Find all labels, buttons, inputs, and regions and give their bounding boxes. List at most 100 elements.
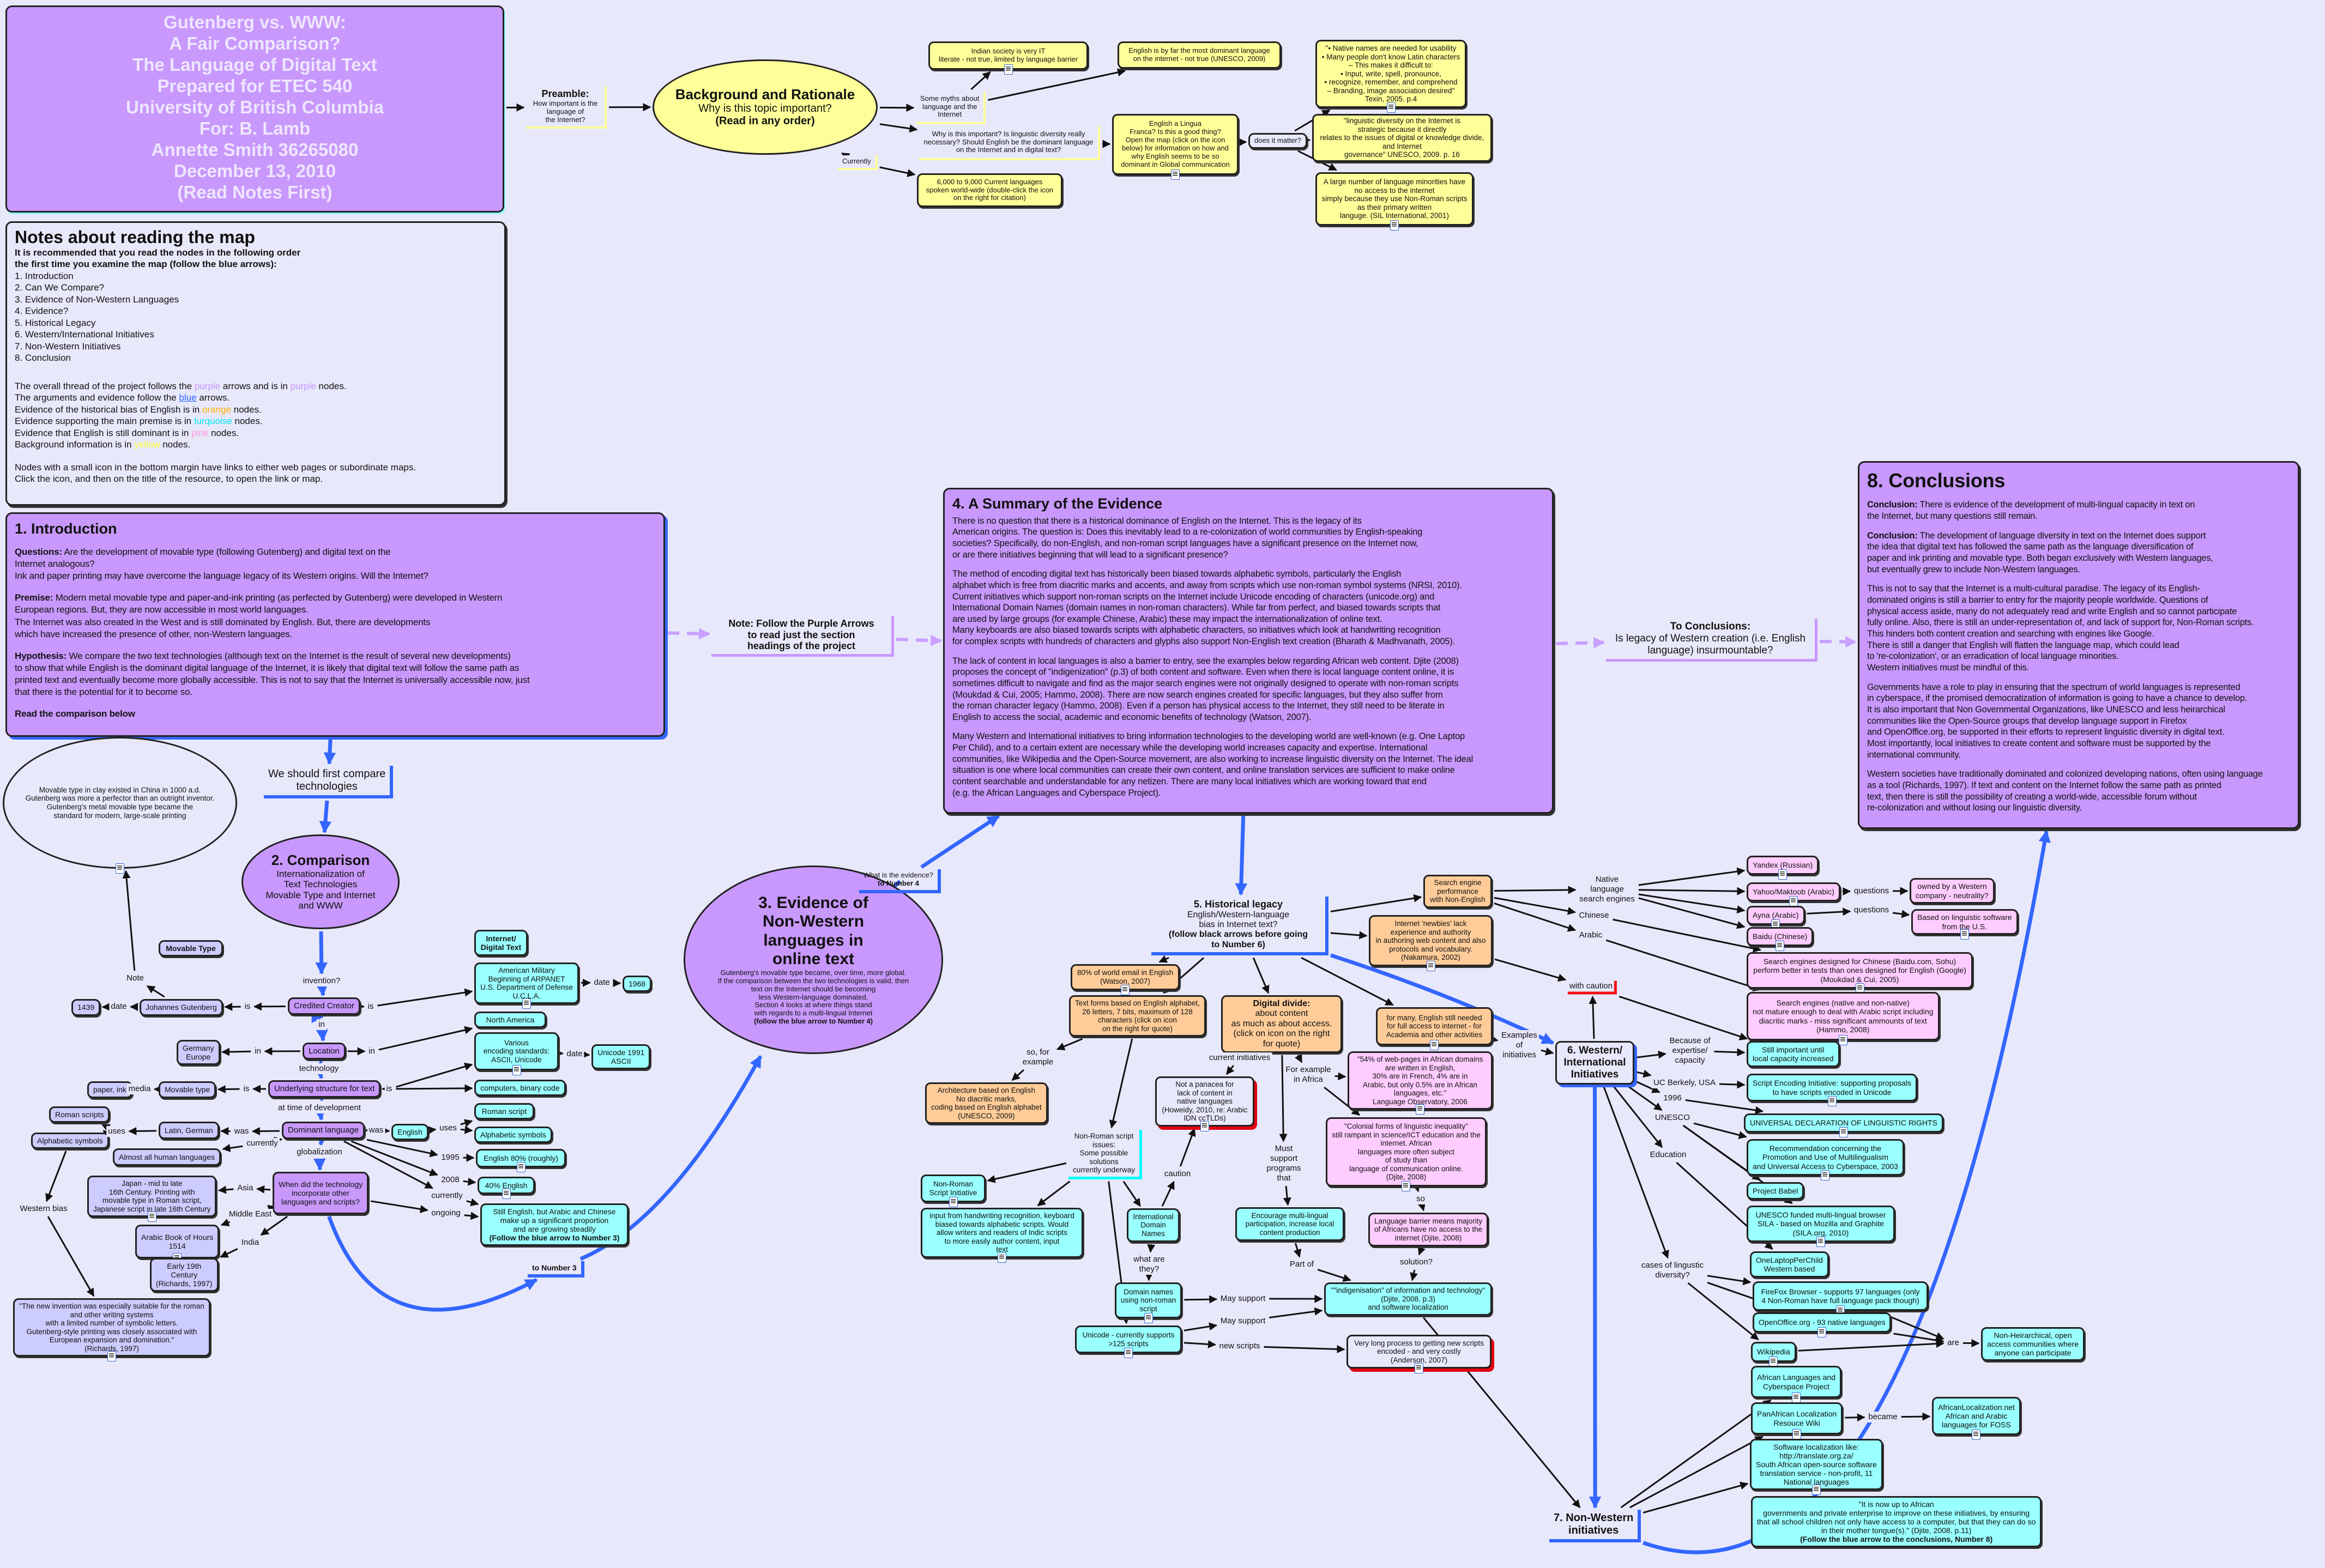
document-link-icon[interactable] <box>1817 1327 1827 1337</box>
document-link-icon[interactable] <box>512 1065 521 1075</box>
document-link-icon[interactable] <box>1827 1096 1837 1106</box>
wikipedia-node[interactable]: Wikipedia <box>1751 1342 1796 1367</box>
document-link-icon[interactable] <box>1416 1104 1424 1115</box>
ayna-node[interactable]: Ayna (Arabic) <box>1747 906 1805 930</box>
nonwestern7-node[interactable]: 7. Non-Western initiatives <box>1549 1510 1641 1542</box>
romanscripts-node[interactable]: Roman scripts <box>49 1106 110 1123</box>
document-link-icon[interactable] <box>1171 169 1180 180</box>
textforms-node[interactable]: Text forms based on English alphabet, 26… <box>1069 995 1206 1037</box>
search-node[interactable]: Search engine performance with Non-Engli… <box>1423 875 1492 908</box>
engdom-node[interactable]: English is by far the most dominant lang… <box>1118 41 1281 69</box>
document-link-icon[interactable] <box>1402 1181 1411 1191</box>
preamble-node[interactable]: Preamble:How important is the language o… <box>526 86 607 129</box>
softloc-node[interactable]: Software localization like: http://trans… <box>1750 1439 1883 1496</box>
document-link-icon[interactable] <box>1821 1170 1830 1180</box>
owned-node[interactable]: owned by a Western company - neutrality? <box>1910 878 1995 904</box>
searchchinese-node[interactable]: Search engines designed for Chinese (Bai… <box>1747 952 1973 994</box>
document-link-icon[interactable] <box>1426 961 1435 971</box>
document-link-icon[interactable] <box>116 863 124 874</box>
document-link-icon[interactable] <box>1121 985 1130 995</box>
document-link-icon[interactable] <box>1004 64 1013 75</box>
basedling-node[interactable]: Based on linguistic software from the U.… <box>1911 909 2018 940</box>
upto-node[interactable]: "It is now up to African governments and… <box>1751 1496 2042 1548</box>
matter-node[interactable]: does it matter? <box>1248 133 1307 149</box>
colonial-node[interactable]: "Colonial forms of linguistic inequality… <box>1326 1117 1487 1191</box>
encourage-node[interactable]: Encourage multi-lingual participation, i… <box>1235 1207 1344 1241</box>
document-link-icon[interactable] <box>1200 1121 1209 1131</box>
afrlang-node[interactable]: African Languages and Cyberspace Project <box>1751 1366 1841 1403</box>
northam-node[interactable]: North America <box>474 1012 546 1028</box>
whatevid-node[interactable]: What is the evidence?to Number 4 <box>859 869 941 893</box>
roman-r-node[interactable]: Roman script <box>474 1103 534 1120</box>
document-link-icon[interactable] <box>147 1212 156 1222</box>
conclusions-panel[interactable]: 8. Conclusions Conclusion: There is evid… <box>1858 461 2299 830</box>
compare-node[interactable]: We should first compare technologies <box>264 766 394 798</box>
stillimp-node[interactable]: Still important until local capacity inc… <box>1747 1041 1840 1067</box>
idn-node[interactable]: International Domain Names <box>1127 1208 1180 1242</box>
toconc-node[interactable]: To Conclusions:Is legacy of Western crea… <box>1606 619 1817 662</box>
afrloc-node[interactable]: AfricanLocalization.net African and Arab… <box>1932 1397 2021 1440</box>
native-node[interactable]: "• Native names are needed for usability… <box>1315 40 1466 113</box>
why-node[interactable]: Why is this important? Is linguistic div… <box>919 126 1100 160</box>
newinv-node[interactable]: "The new invention was especially suitab… <box>13 1298 210 1362</box>
document-link-icon[interactable] <box>949 1197 958 1207</box>
yahoo-node[interactable]: Yahoo/Maktoob (Arabic) <box>1747 882 1840 906</box>
digdiv-node[interactable]: Digital divide:about content as much as … <box>1221 995 1342 1053</box>
scriptenc-node[interactable]: Script Encoding Initiative: supporting p… <box>1747 1074 1918 1106</box>
document-link-icon[interactable] <box>1839 1127 1848 1137</box>
document-link-icon[interactable] <box>998 1252 1006 1263</box>
barrier-node[interactable]: Language barrier means majority of Afric… <box>1368 1213 1489 1246</box>
searchnative-node[interactable]: Search engines (native and non-native) n… <box>1747 992 1940 1045</box>
movhead-node[interactable]: Movable Type <box>159 940 223 957</box>
document-link-icon[interactable] <box>1816 1237 1825 1247</box>
largenum-node[interactable]: A large number of language minorities ha… <box>1315 172 1473 231</box>
mtnote-node[interactable]: Movable type in clay existed in China in… <box>3 737 237 874</box>
western6-node[interactable]: 6. Western/ International Initiatives <box>1555 1041 1634 1085</box>
panacea-node[interactable]: Not a panacea for lack of content in nat… <box>1155 1076 1254 1131</box>
credited-node[interactable]: Credited Creator <box>288 997 360 1015</box>
unicode-n-node[interactable]: Unicode - currently supports >125 script… <box>1075 1325 1182 1358</box>
document-link-icon[interactable] <box>1855 983 1864 994</box>
domain-node[interactable]: Domain names using non-roman script <box>1115 1282 1182 1323</box>
nrsi-node[interactable]: Non-Roman Script Initiative <box>921 1175 986 1207</box>
arabic-node[interactable]: Arabic Book of Hours 1514 <box>135 1225 220 1263</box>
various-node[interactable]: Various encoding standards: ASCII, Unico… <box>474 1032 559 1075</box>
map-title[interactable]: Gutenberg vs. WWW: A Fair Comparison? Th… <box>5 5 504 213</box>
unicode91-node[interactable]: Unicode 1991 ASCII <box>591 1044 651 1070</box>
indig-node[interactable]: ""indigenisation" of information and tec… <box>1324 1282 1492 1316</box>
alpha-r-node[interactable]: Alphabetic symbols <box>474 1127 552 1143</box>
whendid-node[interactable]: When did the technology incorporate othe… <box>273 1172 369 1214</box>
early19-node[interactable]: Early 19th Century (Richards, 1997) <box>150 1258 219 1292</box>
location-node[interactable]: Location <box>303 1043 346 1060</box>
movtype-node[interactable]: Movable type <box>159 1081 216 1098</box>
y1968-node[interactable]: 1968 <box>623 976 652 992</box>
document-link-icon[interactable] <box>1972 1430 1981 1440</box>
olpc-node[interactable]: OneLaptopPerChild Western based <box>1750 1251 1829 1278</box>
udlr-node[interactable]: UNIVERSAL DECLARATION OF LINGUISTIC RIGH… <box>1744 1113 1943 1137</box>
document-link-icon[interactable] <box>107 1351 116 1362</box>
document-link-icon[interactable] <box>516 1162 526 1172</box>
american-node[interactable]: American Military Beginning of ARPANET U… <box>474 962 579 1009</box>
document-link-icon[interactable] <box>1838 1035 1847 1045</box>
currently-node[interactable]: Currently <box>838 155 878 170</box>
summary-of-evidence-panel[interactable]: 4. A Summary of the Evidence There is no… <box>943 488 1554 814</box>
arch-node[interactable]: Architecture based on English No diacrit… <box>925 1082 1048 1124</box>
document-link-icon[interactable] <box>1776 941 1785 951</box>
inthead-node[interactable]: Internet/ Digital Text <box>474 930 528 956</box>
lingdiv-node[interactable]: "linguistic diversity on the Internet is… <box>1312 114 1492 162</box>
firefox-node[interactable]: FireFox Browser - supports 97 languages … <box>1753 1281 1928 1316</box>
nonheir-node[interactable]: Non-Heirarchical, open access communitie… <box>1981 1327 2085 1361</box>
paper-node[interactable]: paper, ink <box>87 1081 132 1098</box>
verylong-node[interactable]: Very long process to getting new scripts… <box>1346 1335 1491 1373</box>
recommend-node[interactable]: Recommendation concerning the Promotion … <box>1747 1139 1904 1180</box>
still-node[interactable]: Still English, but Arabic and Chinese ma… <box>480 1203 629 1246</box>
document-link-icon[interactable] <box>1792 1429 1802 1439</box>
notefollow-node[interactable]: Note: Follow the Purple Arrows to read j… <box>711 616 894 657</box>
document-link-icon[interactable] <box>1390 220 1399 231</box>
document-link-icon[interactable] <box>1144 1313 1153 1323</box>
document-link-icon[interactable] <box>1811 1485 1821 1496</box>
panafr-node[interactable]: PanAfrican Localization Resouce Wiki <box>1751 1402 1843 1439</box>
